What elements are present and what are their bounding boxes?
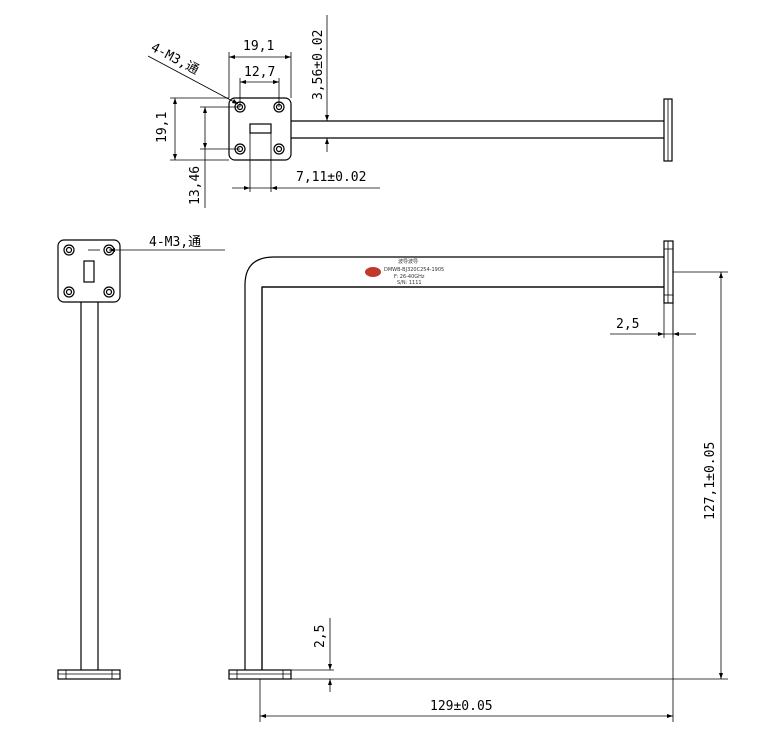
side-view: 4-M3,通: [57, 235, 225, 680]
dim-width-total: 129±0.05: [430, 699, 493, 714]
plate-line3: F: 26-40GHz: [394, 274, 425, 280]
dim-holes-side: 4-M3,通: [149, 235, 201, 250]
main-bottom-flange: [228, 669, 292, 680]
top-hole-4: [273, 143, 285, 155]
top-hole-4-inner: [275, 145, 283, 153]
side-slot: [83, 260, 95, 283]
side-bottom-flange: [57, 669, 121, 680]
brand-logo: [365, 267, 381, 277]
top-flange: [228, 97, 292, 161]
dim-slot-width: 7,11±0.02: [296, 170, 366, 185]
top-slot: [249, 123, 272, 134]
dim-wall-right: 2,5: [616, 317, 639, 332]
plate-line4: S/N: 1111: [397, 280, 422, 286]
dim-hole-spacing-v: 13,46: [188, 166, 203, 205]
dim-flange-width: 19,1: [243, 39, 274, 54]
main-right-flange: [663, 240, 674, 304]
main-view: 波导波导 DMWB-BJ320C254-1905 F: 26-40GHz S/N…: [228, 240, 728, 722]
dim-tol-356: 3,56±0.02: [311, 30, 326, 100]
plate-line2: DMWB-BJ320C254-1905: [384, 267, 444, 273]
top-view: 19,1 12,7 4-M3,通 3,56±0.02 19,1 13,46: [147, 15, 673, 208]
side-flange: [57, 239, 121, 303]
dim-hole-spacing: 12,7: [244, 65, 275, 80]
plate-line1: 波导波导: [398, 258, 418, 265]
label-plate: 波导波导 DMWB-BJ320C254-1905 F: 26-40GHz S/N…: [365, 258, 444, 286]
dim-flange-height: 19,1: [155, 112, 170, 143]
dim-height-total: 127,1±0.05: [703, 442, 718, 520]
dim-holes-top: 4-M3,通: [148, 40, 201, 78]
dim-wall-bottom: 2,5: [313, 625, 328, 648]
